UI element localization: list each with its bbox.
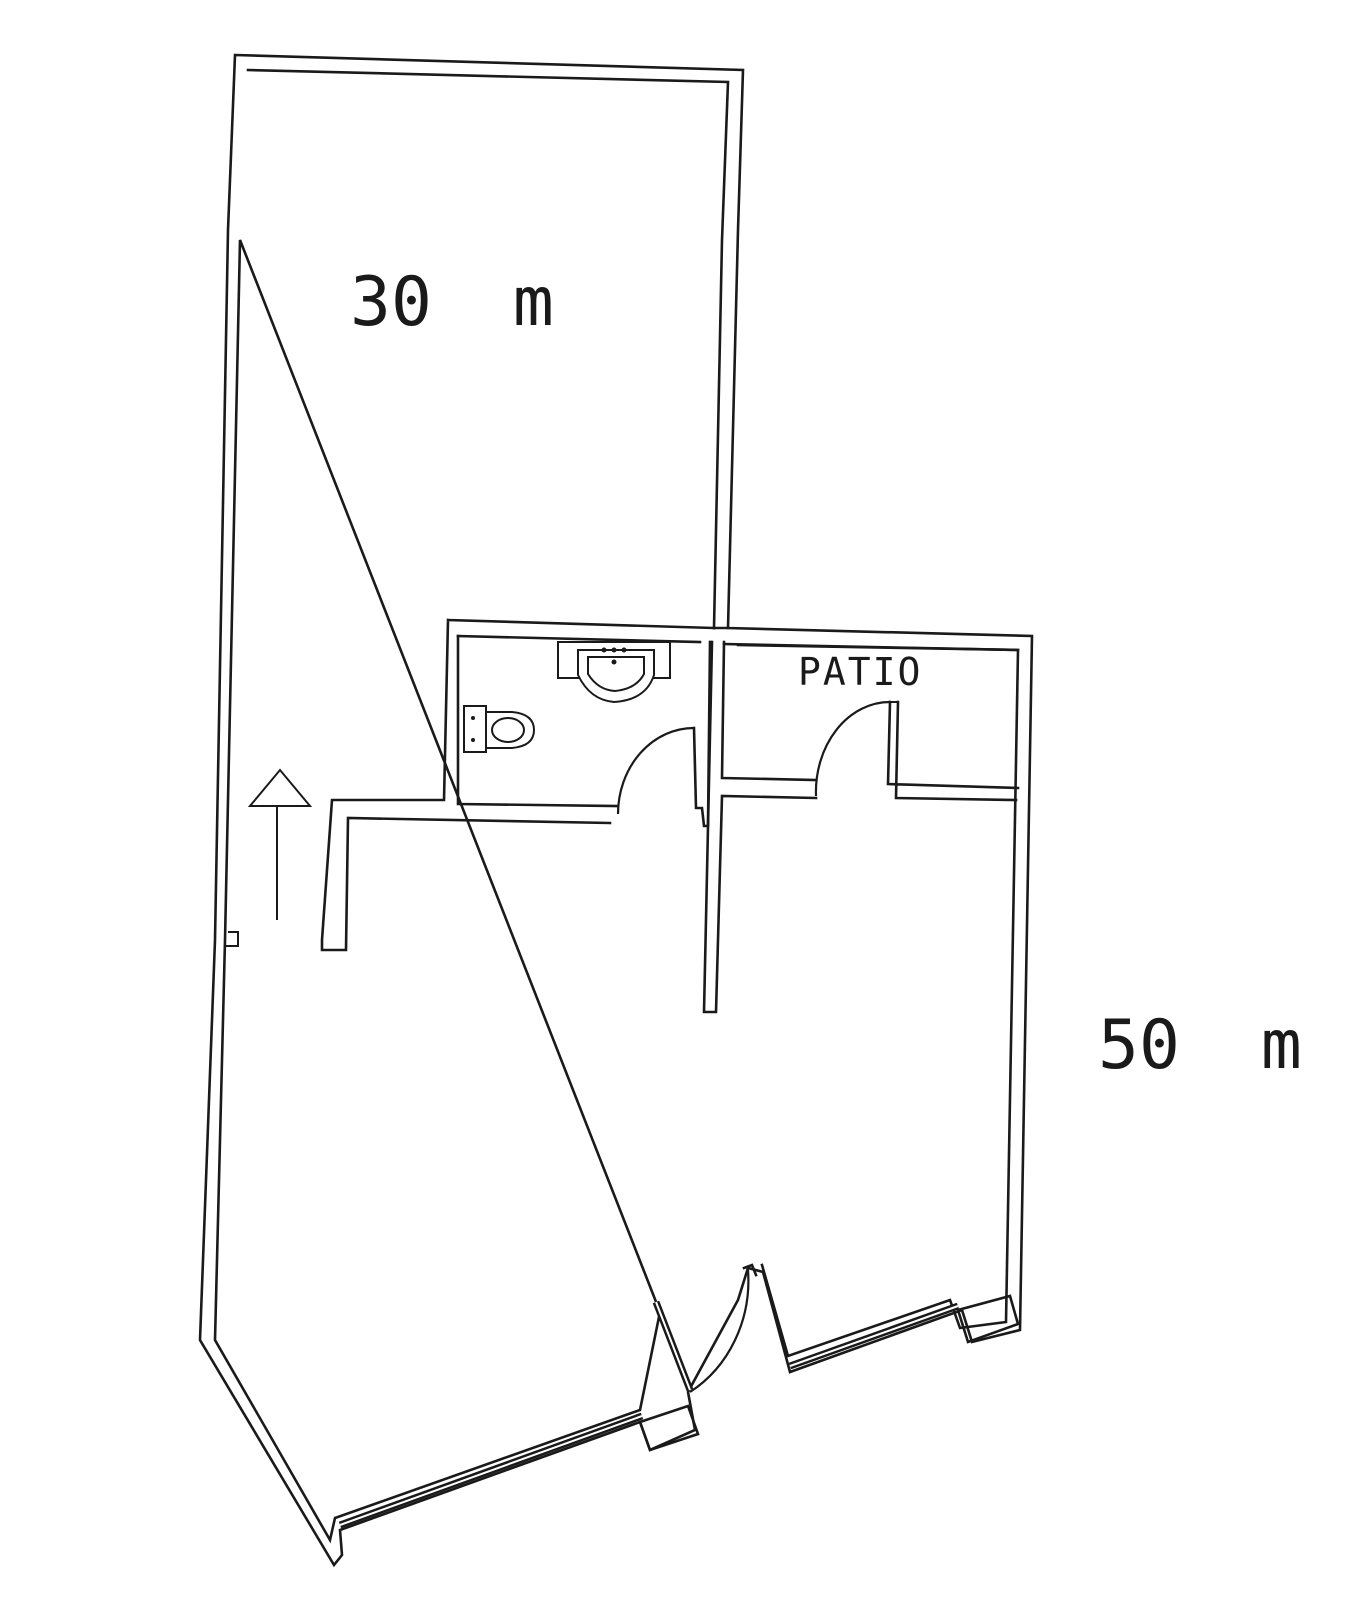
patio-door-swing <box>814 700 891 797</box>
bathroom-outer-wall <box>320 618 716 952</box>
entrance-door-right-leaf <box>742 1263 758 1277</box>
patio-wall <box>722 642 1020 802</box>
pillar-right <box>956 1294 1020 1344</box>
pillar-left <box>638 1404 700 1452</box>
bathroom-door-swing <box>616 726 695 815</box>
sink-icon <box>557 641 671 704</box>
arrow-up-icon <box>247 768 313 920</box>
toilet-icon <box>463 705 536 753</box>
central-partition-wall <box>702 626 818 1014</box>
patio-label: PATIO <box>798 650 922 694</box>
wall-jog-left <box>226 931 239 947</box>
upper-area-label: 30 m <box>350 263 554 342</box>
entrance-door-swing <box>689 1269 750 1393</box>
exterior-wall-outer <box>198 53 1034 1568</box>
lower-area-label: 50 m <box>1098 1006 1302 1085</box>
